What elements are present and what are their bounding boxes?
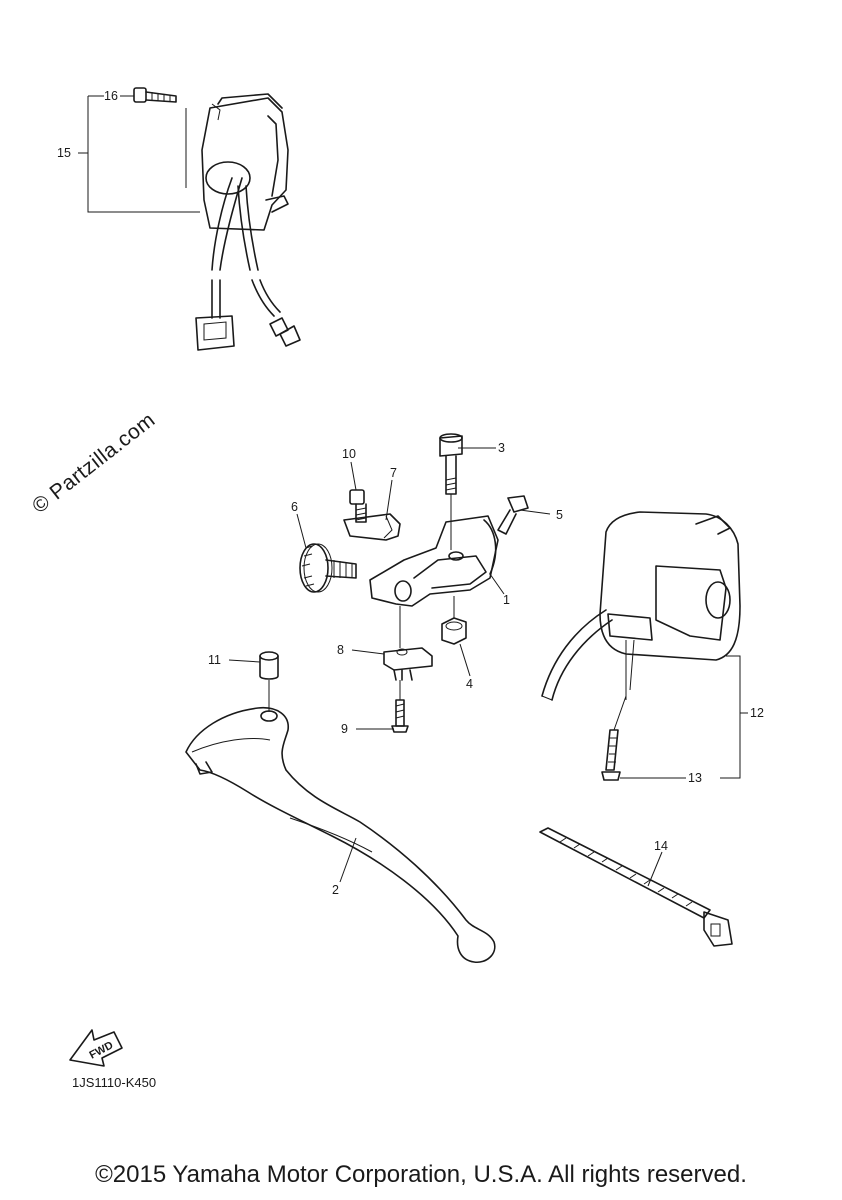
callout-10: 10 — [342, 447, 356, 461]
leader-7 — [385, 479, 393, 521]
fwd-arrow-icon: FWD — [69, 1029, 123, 1067]
callout-14: 14 — [654, 839, 668, 853]
leader-2 — [339, 837, 357, 883]
callout-2: 2 — [332, 883, 339, 897]
leader-11 — [228, 659, 261, 663]
callout-1: 1 — [503, 593, 510, 607]
handlebar-switch-left — [185, 93, 301, 351]
callout-5: 5 — [556, 508, 563, 522]
leader-14 — [647, 851, 663, 887]
screw-part-13 — [601, 729, 621, 781]
callout-6: 6 — [291, 500, 298, 514]
leader-1 — [489, 573, 505, 595]
leader-15-bracket — [87, 96, 200, 213]
bolt-part-3 — [439, 433, 463, 495]
callout-16: 16 — [104, 89, 118, 103]
leader-5 — [519, 509, 551, 515]
clutch-switch-part-8 — [383, 647, 433, 681]
bolt-part-10 — [349, 489, 367, 523]
callout-13: 13 — [688, 771, 702, 785]
nut-part-4 — [441, 617, 467, 645]
bolt-part-5 — [497, 495, 529, 535]
copyright-notice: ©2015 Yamaha Motor Corporation, U.S.A. A… — [95, 1161, 747, 1188]
leader-8 — [351, 649, 385, 655]
leader-6 — [296, 513, 307, 549]
screw-part-9 — [391, 699, 409, 733]
cable-tie-part-14 — [539, 827, 733, 947]
leader-10 — [350, 461, 357, 491]
screw-part-16 — [133, 87, 177, 103]
handlebar-switch-right-part-12 — [541, 511, 741, 701]
callout-11: 11 — [208, 653, 221, 667]
callout-3: 3 — [498, 441, 505, 455]
callout-7: 7 — [390, 466, 397, 480]
leader-4 — [459, 643, 471, 677]
collar-part-11 — [259, 651, 279, 680]
drawing-code: 1JS1110-K450 — [72, 1075, 157, 1090]
callout-15: 15 — [57, 146, 71, 160]
callout-12: 12 — [750, 706, 764, 720]
callout-8: 8 — [337, 643, 344, 657]
bracket-part-7 — [343, 513, 401, 541]
callout-4: 4 — [466, 677, 473, 691]
adjuster-part-6 — [299, 543, 357, 593]
leader-13-drop — [613, 695, 627, 731]
lever-holder-part-1 — [369, 515, 499, 607]
clutch-lever-part-2 — [185, 706, 496, 964]
leader-12-13-bracket — [620, 655, 741, 779]
callout-9: 9 — [341, 722, 348, 736]
